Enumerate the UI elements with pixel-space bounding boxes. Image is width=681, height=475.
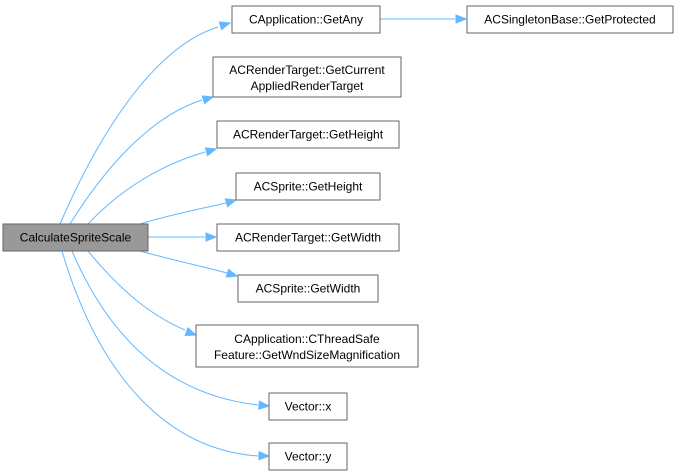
svg-text:ACSingletonBase::GetProtected: ACSingletonBase::GetProtected <box>484 13 655 27</box>
node-label-line-1: CApplication::CThreadSafe <box>234 332 380 346</box>
edge-line <box>87 151 206 225</box>
node-acrendertarget-getwidth[interactable]: ACRenderTarget::GetWidth <box>216 223 400 252</box>
edge-root-to-getany <box>59 21 232 225</box>
node-label-line-1: ACRenderTarget::GetCurrent <box>229 63 385 77</box>
node-capplication-cthreadsafefeature-getwndsizemagnification[interactable]: CApplication::CThreadSafe Feature::GetWn… <box>195 324 419 368</box>
svg-text:Vector::x: Vector::x <box>285 400 332 414</box>
edge-line <box>59 26 219 225</box>
node-label: ACSprite::GetHeight <box>254 180 363 194</box>
svg-text:AppliedRenderTarget: AppliedRenderTarget <box>251 79 364 93</box>
node-label: CApplication::GetAny <box>249 13 363 27</box>
node-label: ACRenderTarget::GetWidth <box>235 231 381 245</box>
edge-line <box>61 250 259 457</box>
node-label: ACSingletonBase::GetProtected <box>484 13 655 27</box>
edge-arrowhead <box>225 268 239 278</box>
edge-root-to-rt_height <box>87 147 218 225</box>
edge-line <box>139 250 228 274</box>
node-label-line-2: Feature::GetWndSizeMagnification <box>214 348 400 362</box>
edge-arrowhead <box>455 14 468 24</box>
edge-line <box>139 202 227 225</box>
svg-text:Vector::y: Vector::y <box>285 450 332 464</box>
svg-text:ACRenderTarget::GetCurrent: ACRenderTarget::GetCurrent <box>229 63 385 77</box>
edge-arrowhead <box>258 400 271 410</box>
edge-root-to-wnd_mag <box>87 250 198 337</box>
node-acrendertarget-getcurrentappliedrendertarget[interactable]: ACRenderTarget::GetCurrent AppliedRender… <box>212 56 402 98</box>
edge-root-to-rt_width <box>148 232 218 242</box>
edge-arrowhead <box>218 21 232 31</box>
node-acsingletonbase-getprotected[interactable]: ACSingletonBase::GetProtected <box>466 5 674 34</box>
edge-line <box>69 99 203 225</box>
node-calculate-sprite-scale[interactable]: CalculateSpriteScale <box>2 223 149 252</box>
node-label: Vector::y <box>285 450 332 464</box>
edge-root-to-sprite_width <box>139 250 239 278</box>
edge-root-to-vector_x <box>71 250 271 410</box>
svg-text:ACSprite::GetHeight: ACSprite::GetHeight <box>254 180 363 194</box>
node-vector-x[interactable]: Vector::x <box>268 392 348 421</box>
nodes-layer: CalculateSpriteScale CApplication::GetAn… <box>2 5 674 471</box>
edge-arrowhead <box>201 95 215 105</box>
edge-root-to-sprite_height <box>139 198 238 225</box>
edge-arrowhead <box>205 232 218 242</box>
edge-arrowhead <box>184 327 198 337</box>
svg-text:CalculateSpriteScale: CalculateSpriteScale <box>20 231 132 245</box>
node-vector-y[interactable]: Vector::y <box>268 442 348 471</box>
node-label: ACSprite::GetWidth <box>256 282 361 296</box>
edge-getany-to-getprotected <box>380 14 468 24</box>
edge-arrowhead <box>258 450 271 461</box>
edge-arrowhead <box>204 147 218 157</box>
svg-text:ACSprite::GetWidth: ACSprite::GetWidth <box>256 282 361 296</box>
node-label: Vector::x <box>285 400 332 414</box>
svg-text:CApplication::CThreadSafe: CApplication::CThreadSafe <box>234 332 380 346</box>
svg-text:Feature::GetWndSizeMagnificati: Feature::GetWndSizeMagnification <box>214 348 400 362</box>
node-label-line-2: AppliedRenderTarget <box>251 79 364 93</box>
node-label: CalculateSpriteScale <box>20 231 132 245</box>
edge-line <box>87 250 186 331</box>
svg-text:CApplication::GetAny: CApplication::GetAny <box>249 13 363 27</box>
node-acsprite-getwidth[interactable]: ACSprite::GetWidth <box>237 274 379 303</box>
edge-root-to-rt_current <box>69 95 215 225</box>
edge-line <box>71 250 259 406</box>
edge-arrowhead <box>224 198 238 208</box>
node-capplication-getany[interactable]: CApplication::GetAny <box>231 5 381 34</box>
node-acsprite-getheight[interactable]: ACSprite::GetHeight <box>235 172 381 201</box>
edges-layer <box>59 14 468 461</box>
svg-text:ACRenderTarget::GetWidth: ACRenderTarget::GetWidth <box>235 231 381 245</box>
edge-root-to-vector_y <box>61 250 271 461</box>
node-acrendertarget-getheight[interactable]: ACRenderTarget::GetHeight <box>216 120 400 149</box>
node-label: ACRenderTarget::GetHeight <box>233 128 384 142</box>
svg-text:ACRenderTarget::GetHeight: ACRenderTarget::GetHeight <box>233 128 384 142</box>
